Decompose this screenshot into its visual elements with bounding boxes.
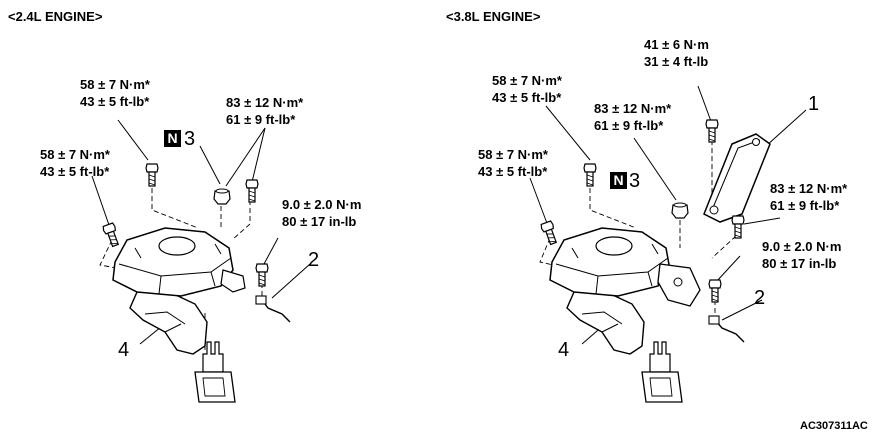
left-n-badge: N bbox=[164, 130, 181, 147]
left-assembly bbox=[91, 119, 311, 403]
right-callout-2: 2 bbox=[754, 287, 766, 309]
right-torque-b-metric: 58 ± 7 N·m* bbox=[478, 147, 548, 162]
left-callout-4: 4 bbox=[118, 339, 130, 361]
left-torque-a-metric: 58 ± 7 N·m* bbox=[80, 77, 150, 92]
right-torque-f: 83 ± 12 N·m* 61 ± 9 ft-lb* bbox=[770, 180, 847, 214]
left-torque-d-imperial: 80 ± 17 in-lb bbox=[282, 214, 357, 229]
right-torque-c: 83 ± 12 N·m* 61 ± 9 ft-lb* bbox=[594, 100, 671, 134]
left-torque-a: 58 ± 7 N·m* 43 ± 5 ft-lb* bbox=[80, 76, 150, 110]
right-torque-e: 41 ± 6 N·m 31 ± 4 ft-lb bbox=[644, 36, 709, 70]
right-torque-d-imperial: 80 ± 17 in-lb bbox=[762, 256, 837, 271]
right-torque-a: 58 ± 7 N·m* 43 ± 5 ft-lb* bbox=[492, 72, 562, 106]
left-callout-3: 3 bbox=[184, 128, 196, 150]
right-torque-c-imperial: 61 ± 9 ft-lb* bbox=[594, 118, 664, 133]
left-torque-c: 83 ± 12 N·m* 61 ± 9 ft-lb* bbox=[226, 94, 303, 128]
left-callout-2: 2 bbox=[308, 249, 320, 271]
right-torque-f-metric: 83 ± 12 N·m* bbox=[770, 181, 848, 196]
right-n-badge: N bbox=[610, 172, 627, 189]
right-torque-d-metric: 9.0 ± 2.0 N·m bbox=[762, 239, 842, 254]
left-panel-title: <2.4L ENGINE> bbox=[8, 9, 103, 24]
right-torque-e-metric: 41 ± 6 N·m bbox=[644, 37, 709, 52]
figure-code: AC307311AC bbox=[800, 420, 868, 432]
left-torque-d: 9.0 ± 2.0 N·m 80 ± 17 in-lb bbox=[282, 196, 361, 230]
right-torque-e-imperial: 31 ± 4 ft-lb bbox=[644, 54, 709, 69]
left-torque-c-imperial: 61 ± 9 ft-lb* bbox=[226, 112, 296, 127]
right-torque-b: 58 ± 7 N·m* 43 ± 5 ft-lb* bbox=[478, 146, 548, 180]
right-torque-b-imperial: 43 ± 5 ft-lb* bbox=[478, 164, 548, 179]
left-torque-a-imperial: 43 ± 5 ft-lb* bbox=[80, 94, 150, 109]
right-callout-1: 1 bbox=[808, 93, 820, 115]
right-torque-a-imperial: 43 ± 5 ft-lb* bbox=[492, 90, 562, 105]
left-torque-b-metric: 58 ± 7 N·m* bbox=[40, 147, 110, 162]
left-torque-d-metric: 9.0 ± 2.0 N·m bbox=[282, 197, 362, 212]
right-torque-d: 9.0 ± 2.0 N·m 80 ± 17 in-lb bbox=[762, 238, 841, 272]
left-torque-c-metric: 83 ± 12 N·m* bbox=[226, 95, 304, 110]
left-torque-b-imperial: 43 ± 5 ft-lb* bbox=[40, 164, 110, 179]
left-torque-b: 58 ± 7 N·m* 43 ± 5 ft-lb* bbox=[40, 146, 110, 180]
right-callout-3: 3 bbox=[629, 170, 641, 192]
right-assembly bbox=[529, 85, 807, 403]
right-torque-c-metric: 83 ± 12 N·m* bbox=[594, 101, 672, 116]
right-torque-f-imperial: 61 ± 9 ft-lb* bbox=[770, 198, 840, 213]
right-torque-a-metric: 58 ± 7 N·m* bbox=[492, 73, 562, 88]
right-panel-title: <3.8L ENGINE> bbox=[446, 9, 541, 24]
right-callout-4: 4 bbox=[558, 339, 570, 361]
